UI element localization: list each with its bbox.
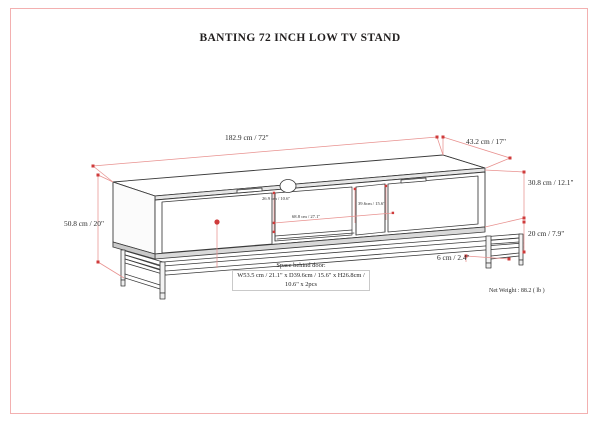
net-weight-label: Net Weight : 88.2 ( lb )	[489, 288, 545, 294]
right-compartment	[355, 183, 386, 236]
dim-overall-width	[91, 135, 444, 183]
left-leg-frame	[120, 249, 166, 300]
right-door	[387, 175, 479, 233]
dim-label-overall-width: 182.9 cm / 72"	[225, 133, 269, 142]
callout-body: W53.5 cm / 21.1" x D39.6cm / 15.6" x H26…	[232, 270, 370, 292]
dim-label-cabinet-height: 30.8 cm / 12.1"	[528, 178, 574, 187]
page-title: BANTING 72 INCH LOW TV STAND	[199, 32, 401, 44]
dim-leg-height	[464, 254, 511, 262]
dim-overall-height	[96, 173, 125, 279]
center-compartment	[274, 179, 355, 242]
dim-label-leg-height: 6 cm / 2.4"	[437, 253, 470, 262]
leader-dot-icon	[214, 219, 220, 225]
dim-cabinet-height	[484, 169, 526, 228]
circle-cutout-icon	[279, 179, 297, 193]
dim-label-base-height: 20 cm / 7.9"	[528, 229, 565, 238]
right-leg-frame	[485, 233, 524, 269]
dim-label-overall-depth: 43.2 cm / 17"	[466, 137, 506, 146]
dim-overall-depth	[441, 135, 512, 169]
dim-label-overall-height: 50.8 cm / 20"	[64, 219, 104, 228]
dim-label-center-opening-height: 26.9 cm / 10.6"	[262, 196, 291, 201]
dim-label-center-opening-width: 68.8 cm / 27.1"	[292, 214, 321, 219]
door-handle-icon	[400, 177, 427, 184]
dim-right-opening-width	[353, 184, 388, 223]
callout-leader	[214, 219, 220, 268]
cabinet-bottom-band	[112, 226, 486, 260]
dim-center-opening-width	[272, 211, 395, 225]
dim-center-opening-height	[272, 191, 276, 234]
callout-heading: Space behind door:	[276, 262, 326, 269]
page-border	[10, 8, 588, 414]
dim-label-right-opening-width: 39.6cm / 15.6"	[358, 201, 386, 206]
dim-base-height	[522, 220, 526, 254]
door-handle-icon	[236, 187, 263, 194]
metal-base-frame	[120, 233, 524, 300]
